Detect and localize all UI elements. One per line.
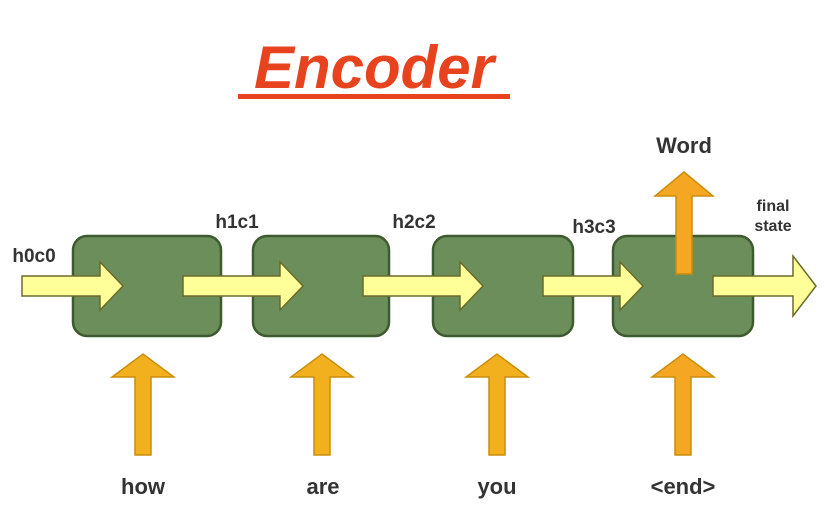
final-label-line1: final bbox=[757, 198, 790, 215]
state-arrow-1 bbox=[182, 260, 305, 312]
state-arrow-2 bbox=[362, 260, 485, 312]
output-label: Word bbox=[656, 133, 712, 158]
title-underline bbox=[238, 94, 510, 99]
state-label-1: h1c1 bbox=[215, 212, 259, 233]
state-arrow-0 bbox=[21, 260, 125, 312]
input-label-3: you bbox=[477, 474, 516, 499]
state-label-0: h0c0 bbox=[12, 246, 55, 267]
state-arrow-3 bbox=[542, 260, 645, 312]
input-arrow-2 bbox=[288, 353, 356, 456]
input-label-1: how bbox=[121, 474, 166, 499]
final-label-line2: state bbox=[754, 218, 791, 235]
state-label-2: h2c2 bbox=[392, 212, 435, 233]
input-label-4: <end> bbox=[651, 474, 716, 499]
input-arrow-4 bbox=[649, 353, 717, 456]
input-label-2: are bbox=[306, 474, 339, 499]
output-arrow bbox=[652, 171, 716, 275]
state-arrow-final bbox=[712, 253, 817, 319]
diagram-title: Encoder bbox=[254, 34, 498, 101]
input-arrow-3 bbox=[463, 353, 531, 456]
input-arrow-1 bbox=[109, 353, 177, 456]
state-label-3: h3c3 bbox=[572, 217, 615, 238]
